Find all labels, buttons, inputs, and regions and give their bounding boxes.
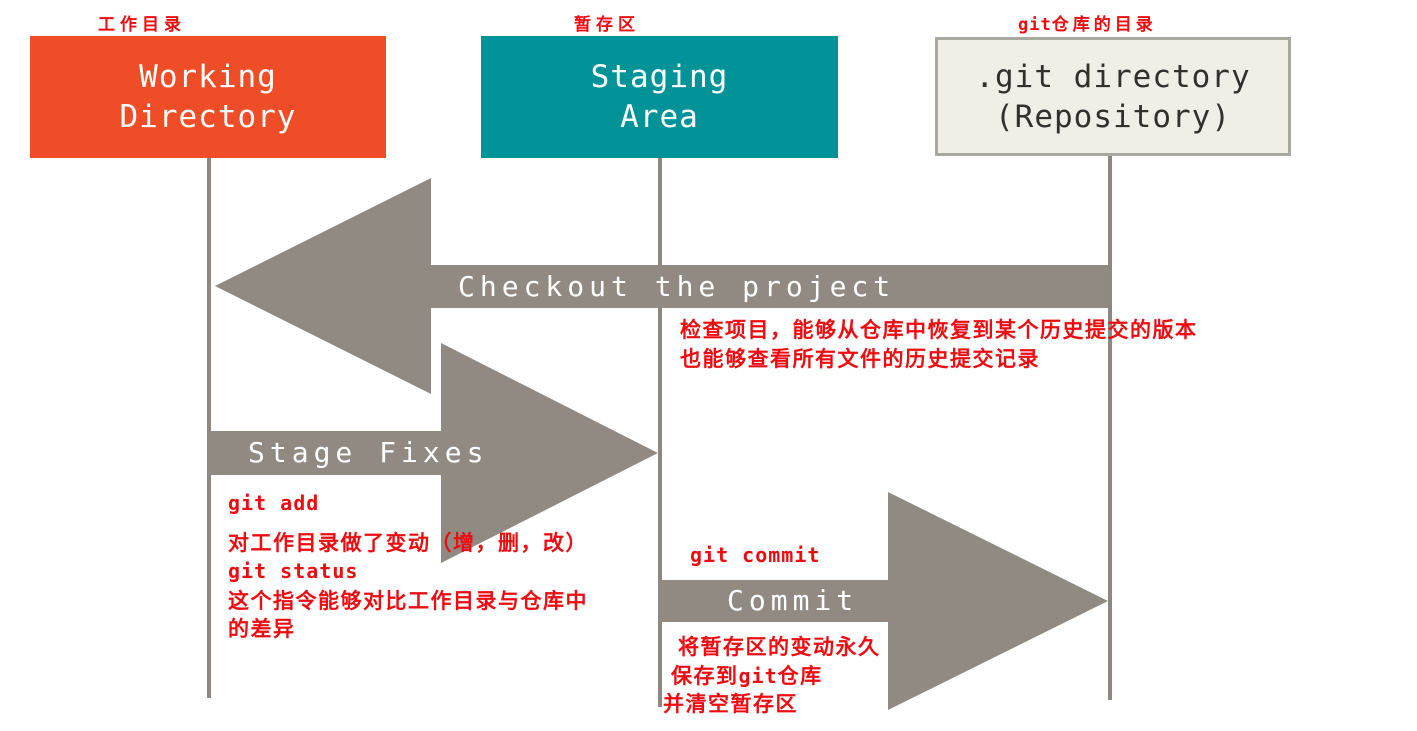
- git-add-note: 对工作目录做了变动（增，删，改）: [228, 530, 588, 555]
- git-add-command: git add: [228, 491, 320, 515]
- staging-area-box: Staging Area: [481, 36, 838, 158]
- checkout-note-line1: 检查项目，能够从仓库中恢复到某个历史提交的版本: [680, 317, 1198, 342]
- checkout-arrow: [215, 178, 1108, 394]
- commit-arrow-label: Commit: [727, 584, 859, 617]
- commit-note-line2-pre: 保存到: [671, 663, 739, 688]
- working-directory-title-line2: Directory: [119, 99, 297, 135]
- repository-cn-label-git: git: [1018, 15, 1052, 35]
- repository-cn-label: git仓库的目录: [1018, 10, 1157, 35]
- git-status-command: git status: [228, 559, 359, 583]
- git-status-note-line1: 这个指令能够对比工作目录与仓库中: [228, 588, 588, 613]
- git-commit-command: git commit: [690, 543, 821, 567]
- staging-area-title-line1: Staging: [590, 59, 729, 95]
- commit-note-line2: 保存到git仓库: [671, 660, 823, 690]
- stage-fixes-arrow: [207, 343, 658, 563]
- working-directory-box: Working Directory: [30, 36, 386, 158]
- working-directory-title-line1: Working: [139, 59, 277, 95]
- repository-title-line2: (Repository): [995, 98, 1231, 135]
- stage-fixes-arrow-label: Stage Fixes: [248, 436, 489, 469]
- checkout-arrow-label: Checkout the project: [458, 270, 896, 303]
- staging-area-cn-label: 暂存区: [574, 15, 640, 35]
- commit-note-line1: 将暂存区的变动永久: [678, 634, 881, 659]
- repository-box: .git directory (Repository): [935, 37, 1291, 156]
- commit-note-line3: 并清空暂存区: [663, 691, 798, 716]
- git-status-note-line2: 的差异: [228, 616, 296, 641]
- working-directory-cn-label: 工作目录: [98, 15, 186, 35]
- staging-area-title-line2: Area: [620, 99, 699, 135]
- commit-note-line2-git: git: [738, 664, 778, 688]
- commit-note-line2-post: 仓库: [777, 663, 823, 688]
- commit-arrow: [658, 492, 1108, 710]
- repository-title-line1: .git directory: [975, 58, 1251, 95]
- checkout-note-line2: 也能够查看所有文件的历史提交记录: [680, 346, 1040, 371]
- repository-cn-label-text: 仓库的目录: [1051, 15, 1157, 35]
